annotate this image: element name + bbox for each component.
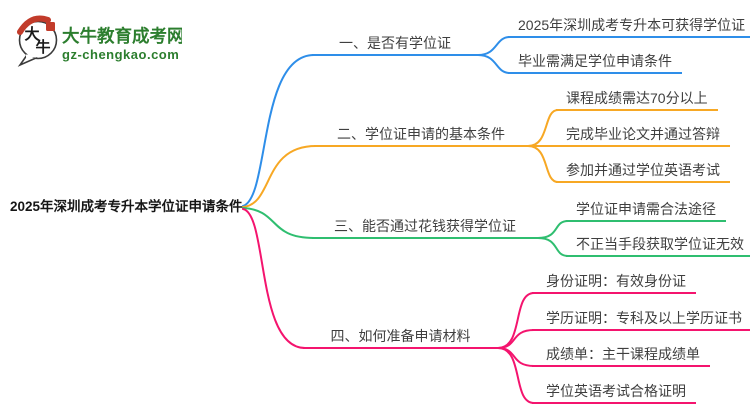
branch-3-label[interactable]: 三、能否通过花钱获得学位证 — [312, 218, 538, 239]
site-logo[interactable]: 大 牛 大牛教育成考网 gz-chengkao.com — [12, 12, 182, 67]
branch-2-child-1[interactable]: 课程成绩需达70分以上 — [556, 90, 718, 111]
branch-4-child-2[interactable]: 学历证明：专科及以上学历证书 — [532, 310, 750, 331]
logo-speech-bubble-icon: 大 牛 — [17, 15, 58, 67]
branch-4-label[interactable]: 四、如何准备申请材料 — [303, 328, 498, 349]
branch-1-child-2[interactable]: 毕业需满足学位申请条件 — [508, 53, 682, 74]
branch-4-child-4[interactable]: 学位英语考试合格证明 — [532, 383, 696, 404]
branch-1-label[interactable]: 一、是否有学位证 — [312, 35, 478, 56]
branch-2-child-2[interactable]: 完成毕业论文并通过答辩 — [556, 126, 730, 147]
svg-text:牛: 牛 — [35, 38, 50, 56]
logo-title: 大牛教育成考网 — [62, 26, 182, 46]
branch-3-child-1[interactable]: 学位证申请需合法途径 — [566, 201, 726, 222]
logo-domain: gz-chengkao.com — [62, 47, 179, 62]
branch-1-wires — [242, 36, 511, 207]
svg-text:大: 大 — [24, 25, 39, 43]
branch-2-child-3[interactable]: 参加并通过学位英语考试 — [556, 162, 730, 183]
branch-2-label[interactable]: 二、学位证申请的基本条件 — [314, 126, 528, 147]
branch-4-child-3[interactable]: 成绩单：主干课程成绩单 — [532, 346, 710, 367]
branch-2-wires — [242, 109, 559, 208]
root-topic[interactable]: 2025年深圳成考专升本学位证申请条件 — [10, 199, 243, 214]
branch-3-child-2[interactable]: 不正当手段获取学位证无效 — [566, 236, 750, 257]
branch-1-child-1[interactable]: 2025年深圳成考专升本可获得学位证 — [508, 17, 750, 38]
branch-4-child-1[interactable]: 身份证明：有效身份证 — [532, 273, 696, 294]
